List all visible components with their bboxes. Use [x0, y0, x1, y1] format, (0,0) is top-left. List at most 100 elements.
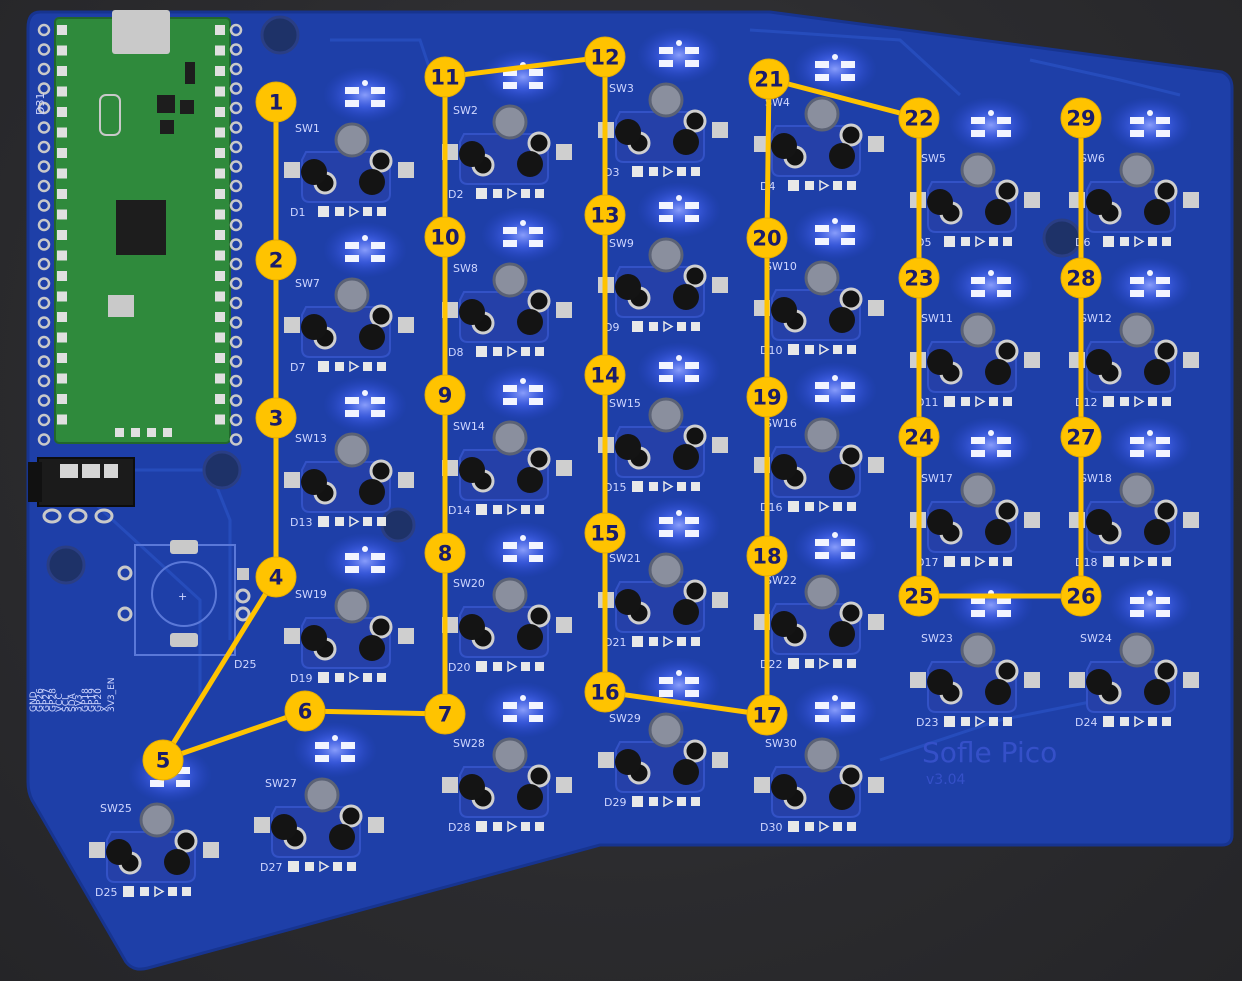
header-pad	[229, 277, 243, 290]
diode-label: D17	[916, 556, 938, 569]
led-pad	[503, 542, 517, 549]
mounting-holes	[46, 15, 1082, 585]
pico-pad	[57, 271, 67, 281]
header-pad	[37, 413, 51, 427]
pico-pad	[57, 353, 67, 363]
svg-text:Sofle Pico: Sofle Pico	[922, 736, 1057, 769]
header-pin-label: 3V3_EN	[107, 677, 117, 712]
header-pad	[37, 121, 51, 134]
pico-pad	[215, 332, 225, 343]
diode-label: D11	[916, 396, 938, 409]
switch-label: SW21	[609, 552, 641, 565]
header-pin-label: GP18	[81, 688, 91, 712]
led-pad	[815, 74, 829, 81]
header-pad	[37, 277, 51, 290]
led-pad	[371, 100, 385, 107]
header-pad	[229, 238, 243, 251]
led-pad	[685, 215, 699, 222]
header-pin-label: X	[101, 706, 111, 712]
header-pad	[37, 199, 51, 212]
led-order-number: 10	[430, 226, 459, 250]
led-pad	[971, 597, 985, 604]
led-pad	[529, 555, 543, 562]
led-order-marker: 5	[142, 739, 184, 781]
led-order-marker: 7	[424, 693, 466, 735]
led-order-marker: 26	[1060, 575, 1102, 617]
diode-d15: D15	[604, 480, 700, 494]
led-pad	[841, 702, 855, 709]
led-order-marker: 1	[255, 81, 297, 123]
diode-d20: D20	[448, 660, 544, 674]
header-pin-label: GP28	[49, 688, 59, 712]
led-order-number: 8	[438, 542, 453, 566]
header-pin-label: 3V3	[75, 694, 85, 712]
led-pad	[341, 742, 355, 749]
header-pad	[37, 218, 51, 232]
led-pad	[659, 375, 673, 382]
left-pin-header	[37, 23, 243, 446]
led-pad	[1130, 610, 1144, 617]
led-order-number: 7	[438, 703, 453, 727]
led-order-marker: 25	[898, 575, 940, 617]
header-pad	[229, 62, 243, 76]
led-pad	[841, 225, 855, 232]
led-order-number: 11	[430, 66, 459, 90]
pico-pad	[215, 189, 225, 199]
board-branding: Sofle Pico v3.04	[922, 736, 1057, 788]
switch-label: SW17	[921, 472, 953, 485]
led-order-number: 28	[1066, 267, 1095, 291]
pico-pad	[215, 148, 225, 158]
switch-label: SW19	[295, 588, 327, 601]
switch-label: SW10	[765, 260, 797, 273]
pico-pad	[215, 250, 225, 261]
pico-pad	[215, 25, 225, 35]
header-pad	[37, 101, 51, 115]
pico-pad	[215, 394, 225, 404]
led-order-marker: 16	[584, 671, 626, 713]
diode-d3: D3	[604, 165, 700, 179]
pico-pad	[215, 66, 225, 76]
pico-pad	[215, 291, 225, 302]
led-pad	[841, 74, 855, 81]
pico-pad	[57, 66, 67, 76]
pico-pad	[57, 86, 67, 97]
header-pad	[229, 413, 243, 427]
header-pin-label: VCC	[55, 693, 65, 712]
led-pad	[685, 375, 699, 382]
switch-label: SW22	[765, 574, 797, 587]
header-pad	[229, 101, 243, 115]
pico-pad	[57, 373, 67, 384]
pico-pad	[57, 168, 67, 179]
led-order-marker: 27	[1060, 416, 1102, 458]
diode-label-d25: D25	[234, 658, 256, 671]
switch-label: SW16	[765, 417, 797, 430]
led-pad	[815, 715, 829, 722]
led-pad	[971, 450, 985, 457]
header-pad	[229, 140, 243, 154]
header-pin-label: GP20	[94, 688, 104, 712]
header-labels: GNDGP26GP27GP28VCCSCLSDA3V3GP18GP19GP20X…	[29, 677, 117, 712]
led-order-number: 27	[1066, 426, 1095, 450]
pico-pad	[215, 127, 225, 138]
diode-d25: D25	[95, 885, 191, 899]
led-pad	[371, 566, 385, 573]
pico-pad	[215, 271, 225, 281]
led-order-number: 2	[269, 249, 284, 273]
diode-label: D28	[448, 821, 470, 834]
pico-pad	[57, 291, 67, 302]
header-pad	[37, 62, 51, 76]
pico-pad	[215, 209, 225, 220]
pico-pad	[215, 414, 225, 425]
header-pad	[37, 179, 51, 193]
led-order-number: 9	[438, 384, 453, 408]
led-pad	[971, 277, 985, 284]
